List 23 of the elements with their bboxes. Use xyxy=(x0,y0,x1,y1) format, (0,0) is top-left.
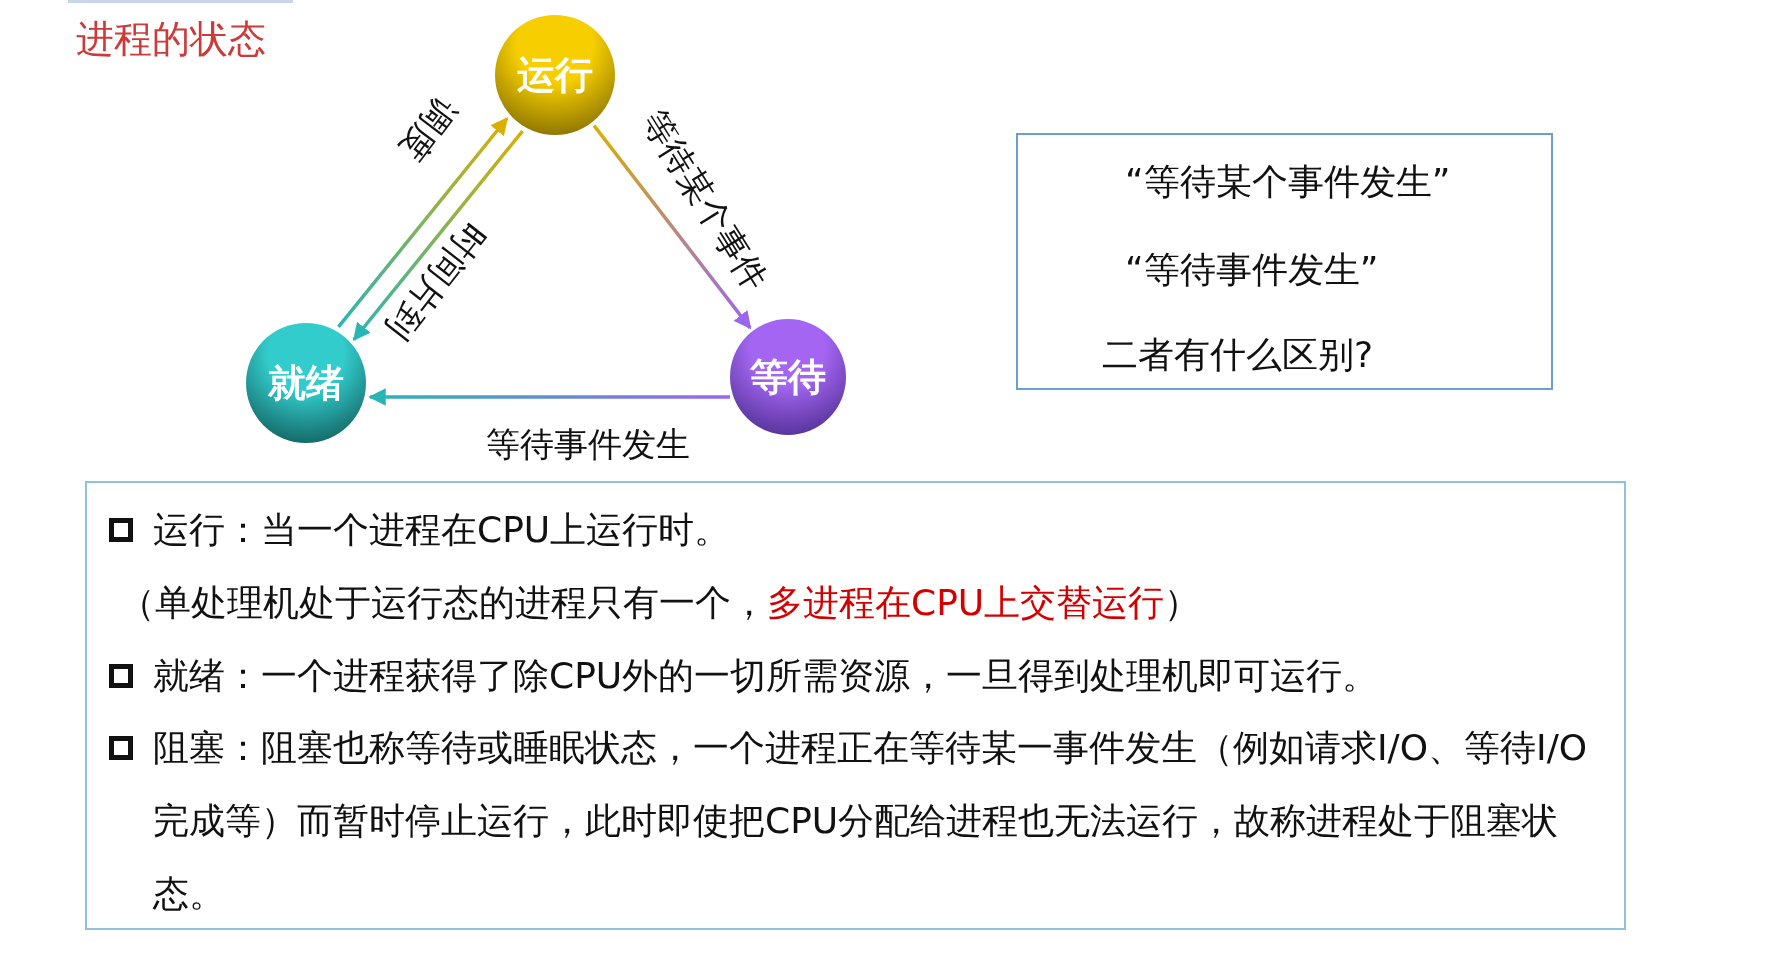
description-text: （单处理机处于运行态的进程只有一个， xyxy=(119,582,767,623)
text-panel xyxy=(85,481,1626,930)
arrow xyxy=(368,388,730,406)
question-text: “等待某个事件发生” xyxy=(1125,162,1451,202)
arrow xyxy=(337,117,509,329)
question-box xyxy=(1016,133,1553,390)
description-text: 运行：当一个进程在CPU上运行时。 xyxy=(153,509,731,550)
description-text: 就绪：一个进程获得了除CPU外的一切所需资源，一旦得到处理机即可运行。 xyxy=(153,655,1379,696)
arrow xyxy=(592,124,752,330)
highlighted-text: 多进程在CPU上交替运行 xyxy=(767,582,1165,623)
edge-label: 等待事件发生 xyxy=(486,425,690,463)
edge-label: 时间片到 xyxy=(379,215,493,346)
title: 进程的状态 xyxy=(76,16,266,63)
question-text: 二者有什么区别? xyxy=(1102,335,1374,375)
state-circle: 就绪 xyxy=(246,323,366,443)
edge-label: 调度 xyxy=(392,89,464,167)
edge-label: 等待某个事件 xyxy=(635,103,775,297)
state-circle: 等待 xyxy=(730,319,846,435)
description-text: ） xyxy=(1164,582,1201,623)
state-circle: 运行 xyxy=(495,15,615,135)
question-text: “等待事件发生” xyxy=(1125,250,1379,290)
arrow xyxy=(352,129,524,341)
description-text: 阻塞：阻塞也称等待或睡眠状态，一个进程正在等待某一事件发生（例如请求I/O、等待I/O完成等）而暂时停止运行，此时即使把CPU分配给进程也无法运行，故称进程处于阻塞状态。 xyxy=(153,727,1588,914)
